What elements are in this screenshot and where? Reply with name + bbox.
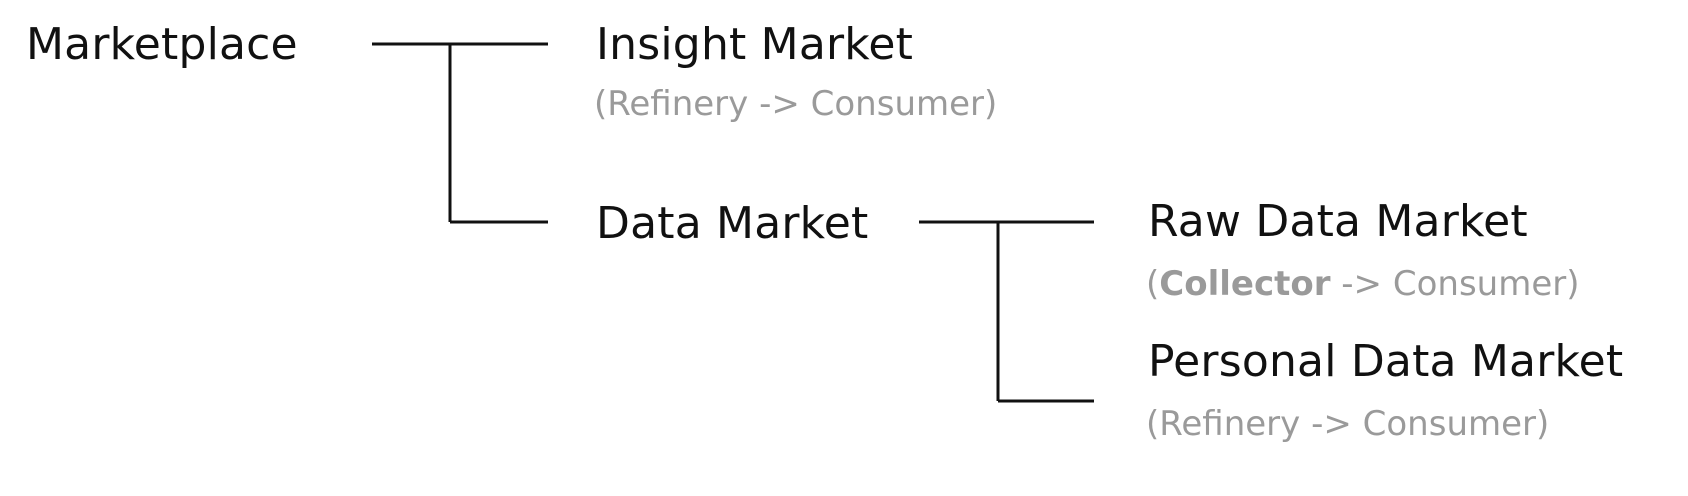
node-personal-data-market: Personal Data Market	[1148, 336, 1624, 387]
role-flow: -> Consumer)	[1300, 404, 1550, 444]
roles-open-paren: (	[1146, 404, 1160, 444]
node-personal-data-market-roles: (Refinery -> Consumer)	[1146, 404, 1549, 444]
node-raw-data-market-roles: (Collector -> Consumer)	[1146, 264, 1580, 304]
role-flow: -> Consumer)	[748, 84, 998, 124]
roles-open-paren: (	[1146, 264, 1160, 304]
role-flow: -> Consumer)	[1330, 264, 1580, 304]
node-marketplace: Marketplace	[26, 19, 298, 70]
node-insight-market: Insight Market	[596, 19, 914, 70]
role-source: Refinery	[1159, 404, 1301, 444]
role-source-bold: Collector	[1159, 264, 1331, 304]
node-insight-market-roles: (Refinery -> Consumer)	[594, 84, 997, 124]
role-source: Refinery	[607, 84, 749, 124]
node-raw-data-market: Raw Data Market	[1148, 196, 1528, 247]
roles-open-paren: (	[594, 84, 608, 124]
node-data-market: Data Market	[596, 198, 869, 249]
